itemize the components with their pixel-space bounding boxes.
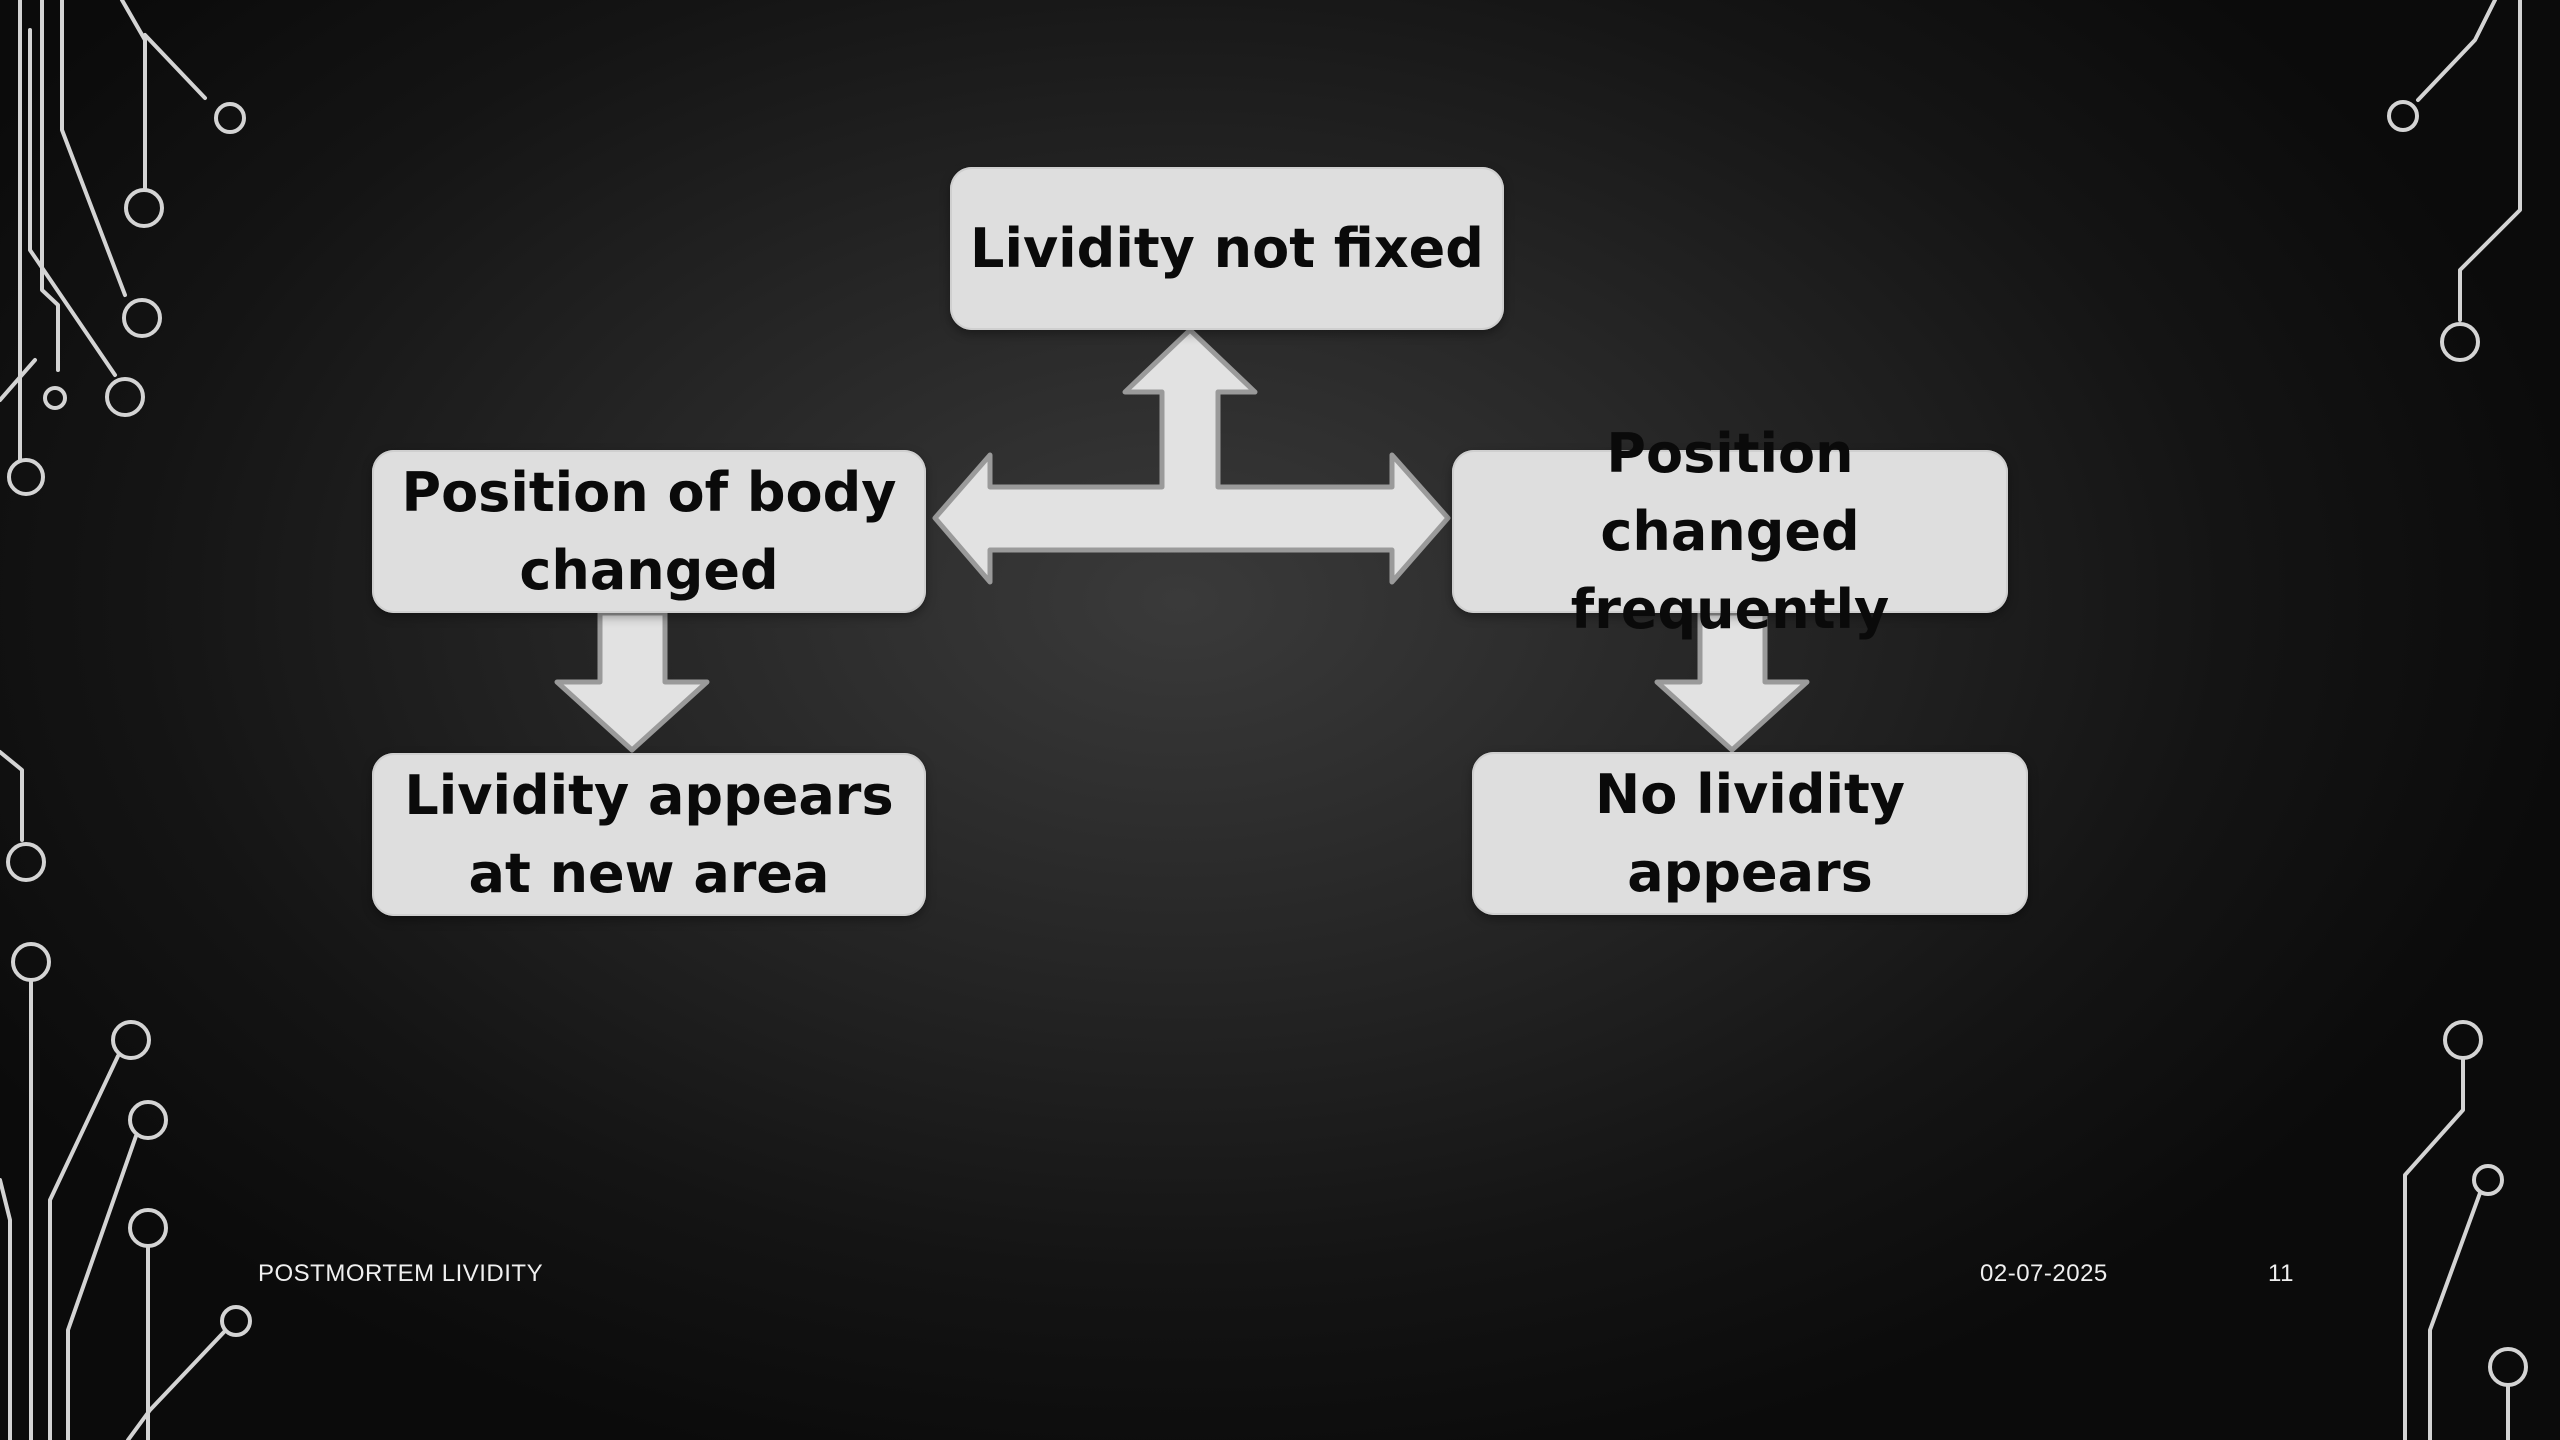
box-lividity-appears-new-area: Lividity appears at new area bbox=[372, 753, 926, 916]
box-position-changed-frequently: Position changed frequently bbox=[1452, 450, 2008, 613]
central-multi-arrow bbox=[935, 330, 1448, 582]
box-position-of-body-changed: Position of body changed bbox=[372, 450, 926, 613]
footer-title: POSTMORTEM LIVIDITY bbox=[258, 1260, 543, 1288]
box-label: No lividity appears bbox=[1492, 756, 2008, 912]
footer-page-number: 11 bbox=[2268, 1260, 2294, 1288]
box-lividity-not-fixed: Lividity not fixed bbox=[950, 167, 1504, 330]
box-label: Position changed frequently bbox=[1472, 415, 1988, 649]
box-label: Position of body changed bbox=[392, 454, 906, 610]
left-down-arrow bbox=[557, 613, 707, 750]
footer-date: 02-07-2025 bbox=[1980, 1260, 2108, 1288]
box-no-lividity-appears: No lividity appears bbox=[1472, 752, 2028, 915]
box-label: Lividity not fixed bbox=[970, 210, 1484, 288]
box-label: Lividity appears at new area bbox=[392, 757, 906, 913]
